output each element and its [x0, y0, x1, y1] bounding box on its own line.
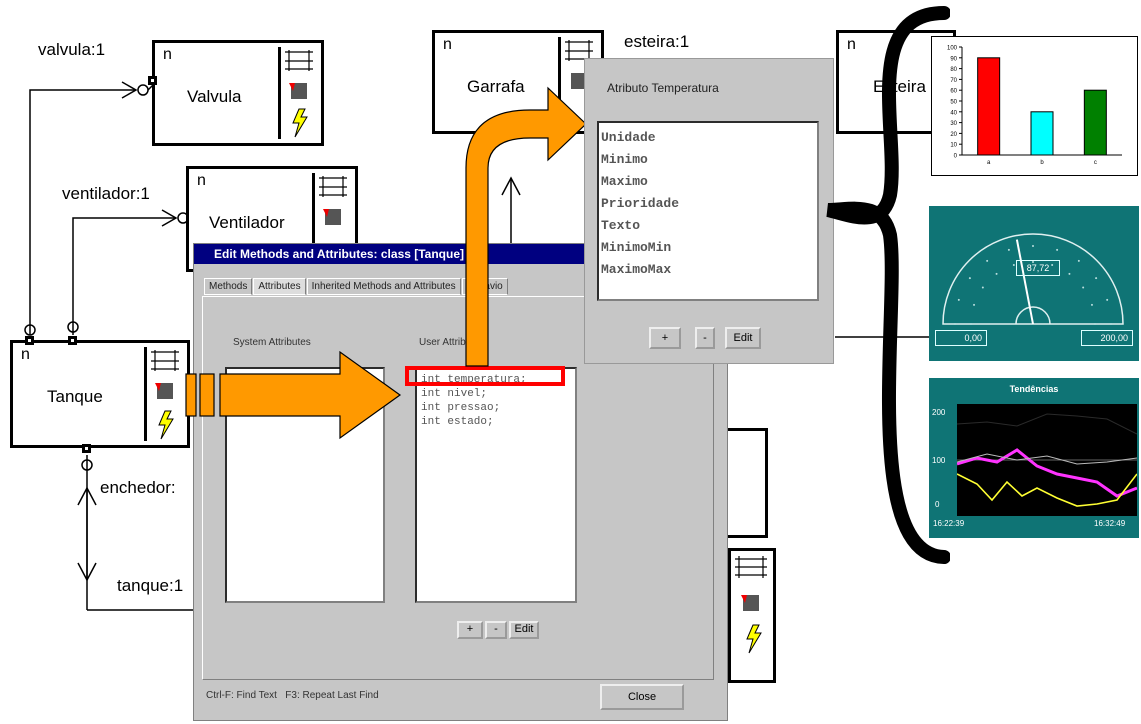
y-tick-label: 50 — [950, 100, 957, 106]
bar-a — [978, 58, 1000, 155]
trend-panel: Tendências 200 100 0 16:22:39 16:32:49 — [929, 378, 1139, 538]
gauge-tick — [973, 304, 975, 306]
gauge-needle — [1017, 240, 1033, 324]
gauge-panel: 87,72 0,00 200,00 — [929, 206, 1139, 361]
gauge-tick — [1095, 277, 1097, 279]
y-tick-label: 10 — [950, 143, 957, 149]
bar-chart-frame: 0 10 20 30 40 50 60 70 80 90 100 a b c — [931, 36, 1138, 176]
trend-title: Tendências — [929, 384, 1139, 394]
gauge-tick — [1056, 249, 1058, 251]
gauge-tick — [1008, 249, 1010, 251]
x-tick-label: c — [1094, 160, 1097, 166]
list-item[interactable]: Unidade — [601, 127, 815, 149]
gauge-tick — [986, 260, 988, 262]
gauge-tick — [1032, 245, 1034, 247]
list-item[interactable]: MaximoMax — [601, 259, 815, 281]
attr-add-button[interactable]: + — [649, 327, 681, 349]
list-item[interactable]: Texto — [601, 215, 815, 237]
gauge-tick — [1106, 299, 1108, 301]
gauge-tick — [982, 287, 984, 289]
y-tick-label: 20 — [950, 132, 957, 138]
bar-chart: 0 10 20 30 40 50 60 70 80 90 100 a b c — [932, 37, 1137, 175]
gauge-value: 87,72 — [1016, 260, 1060, 276]
bar-c — [1084, 90, 1106, 155]
trend-y-min: 0 — [935, 500, 939, 509]
attr-edit-button[interactable]: Edit — [725, 327, 761, 349]
gauge-tick — [1078, 260, 1080, 262]
gauge-tick — [969, 277, 971, 279]
trend-x-end: 16:32:49 — [1094, 519, 1125, 528]
y-tick-label: 80 — [950, 67, 957, 73]
attr-remove-button[interactable]: - — [695, 327, 715, 349]
gauge-tick — [1068, 273, 1070, 275]
y-tick-label: 60 — [950, 89, 957, 95]
y-tick-label: 0 — [954, 154, 958, 160]
gauge-tick — [954, 323, 956, 325]
trend-y-max: 200 — [932, 408, 945, 417]
gauge-tick — [1094, 323, 1096, 325]
list-item[interactable]: Minimo — [601, 149, 815, 171]
x-tick-label: a — [987, 160, 991, 166]
gauge-tick — [958, 299, 960, 301]
list-item[interactable]: Prioridade — [601, 193, 815, 215]
gauge-tick — [970, 323, 972, 325]
gauge-max: 200,00 — [1081, 330, 1133, 346]
bar-b — [1031, 112, 1053, 155]
trend-x-start: 16:22:39 — [933, 519, 964, 528]
y-tick-label: 100 — [947, 46, 958, 52]
list-item[interactable]: Maximo — [601, 171, 815, 193]
attr-list[interactable]: Unidade Minimo Maximo Prioridade Texto M… — [597, 121, 819, 301]
attribute-dialog[interactable]: Atributo Temperatura Unidade Minimo Maxi… — [584, 58, 834, 364]
y-tick-label: 40 — [950, 110, 957, 116]
y-tick-label: 70 — [950, 78, 957, 84]
attr-dialog-title: Atributo Temperatura — [607, 81, 719, 95]
list-item[interactable]: MinimoMin — [601, 237, 815, 259]
gauge-tick — [1091, 304, 1093, 306]
trend-y-mid: 100 — [932, 456, 945, 465]
x-tick-label: b — [1040, 160, 1044, 166]
gauge-tick — [1082, 287, 1084, 289]
gauge-tick — [996, 273, 998, 275]
trend-plot — [957, 404, 1137, 516]
gauge-tick — [1013, 264, 1015, 266]
y-tick-label: 30 — [950, 121, 957, 127]
y-tick-label: 90 — [950, 56, 957, 62]
gauge-min: 0,00 — [935, 330, 987, 346]
gauge-tick — [1110, 323, 1112, 325]
